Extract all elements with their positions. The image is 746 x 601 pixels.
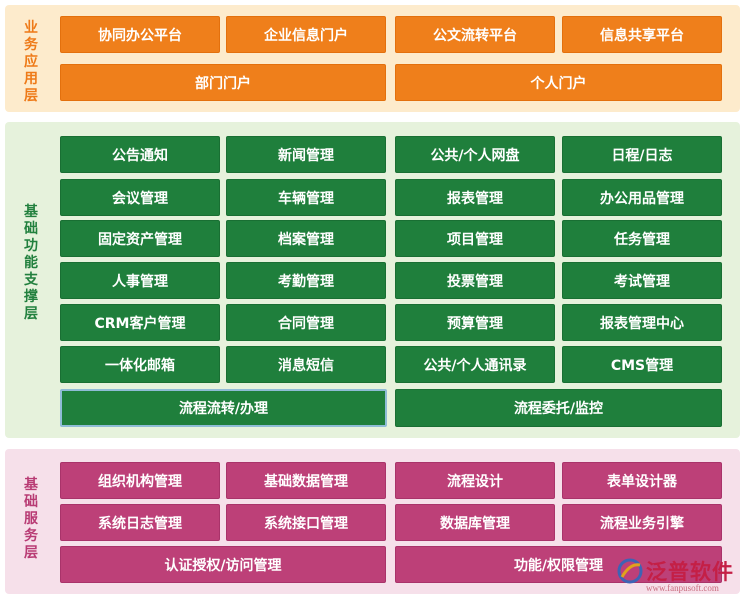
box-database-management: 数据库管理 <box>395 504 555 541</box>
box-enterprise-portal: 企业信息门户 <box>226 16 386 53</box>
fanpu-logo: 泛普软件 www.fanpusoft.com <box>616 555 742 595</box>
box-vehicle-management: 车辆管理 <box>226 179 386 216</box>
box-basic-data: 基础数据管理 <box>226 462 386 499</box>
box-auth-access: 认证授权/访问管理 <box>60 546 386 583</box>
box-collaboration-platform: 协同办公平台 <box>60 16 220 53</box>
box-project-management: 项目管理 <box>395 220 555 257</box>
layer-label-base: 基础服务层 <box>24 477 38 561</box>
box-contract-management: 合同管理 <box>226 304 386 341</box>
box-task-management: 任务管理 <box>562 220 722 257</box>
box-system-interface: 系统接口管理 <box>226 504 386 541</box>
box-report-center: 报表管理中心 <box>562 304 722 341</box>
box-meeting-management: 会议管理 <box>60 179 220 216</box>
box-integrated-mailbox: 一体化邮箱 <box>60 346 220 383</box>
fanpu-url-text: www.fanpusoft.com <box>646 583 719 593</box>
box-message-sms: 消息短信 <box>226 346 386 383</box>
box-form-designer: 表单设计器 <box>562 462 722 499</box>
fanpu-logo-icon <box>617 558 643 584</box>
box-exam-management: 考试管理 <box>562 262 722 299</box>
box-cms: CMS管理 <box>562 346 722 383</box>
box-system-log: 系统日志管理 <box>60 504 220 541</box>
fanpu-brand-text: 泛普软件 <box>646 560 734 584</box>
box-office-supplies: 办公用品管理 <box>562 179 722 216</box>
box-hr-management: 人事管理 <box>60 262 220 299</box>
box-address-book: 公共/个人通讯录 <box>395 346 555 383</box>
box-document-flow-platform: 公文流转平台 <box>395 16 555 53</box>
box-personal-portal: 个人门户 <box>395 64 722 101</box>
box-budget-management: 预算管理 <box>395 304 555 341</box>
box-fixed-assets: 固定资产管理 <box>60 220 220 257</box>
box-info-sharing-platform: 信息共享平台 <box>562 16 722 53</box>
box-news-management: 新闻管理 <box>226 136 386 173</box>
box-crm: CRM客户管理 <box>60 304 220 341</box>
box-workflow-delegation: 流程委托/监控 <box>395 389 722 427</box>
box-function-permission: 功能/权限管理 <box>395 546 722 583</box>
box-archives: 档案管理 <box>226 220 386 257</box>
box-workflow-handling: 流程流转/办理 <box>60 389 387 427</box>
box-org-management: 组织机构管理 <box>60 462 220 499</box>
box-report-management: 报表管理 <box>395 179 555 216</box>
box-schedule-log: 日程/日志 <box>562 136 722 173</box>
box-workflow-engine: 流程业务引擎 <box>562 504 722 541</box>
layer-label-business: 业务应用层 <box>24 20 38 104</box>
box-announcements: 公告通知 <box>60 136 220 173</box>
box-attendance: 考勤管理 <box>226 262 386 299</box>
layer-label-function: 基础功能支撑层 <box>24 204 38 322</box>
box-voting: 投票管理 <box>395 262 555 299</box>
box-workflow-design: 流程设计 <box>395 462 555 499</box>
box-network-disk: 公共/个人网盘 <box>395 136 555 173</box>
box-department-portal: 部门门户 <box>60 64 386 101</box>
